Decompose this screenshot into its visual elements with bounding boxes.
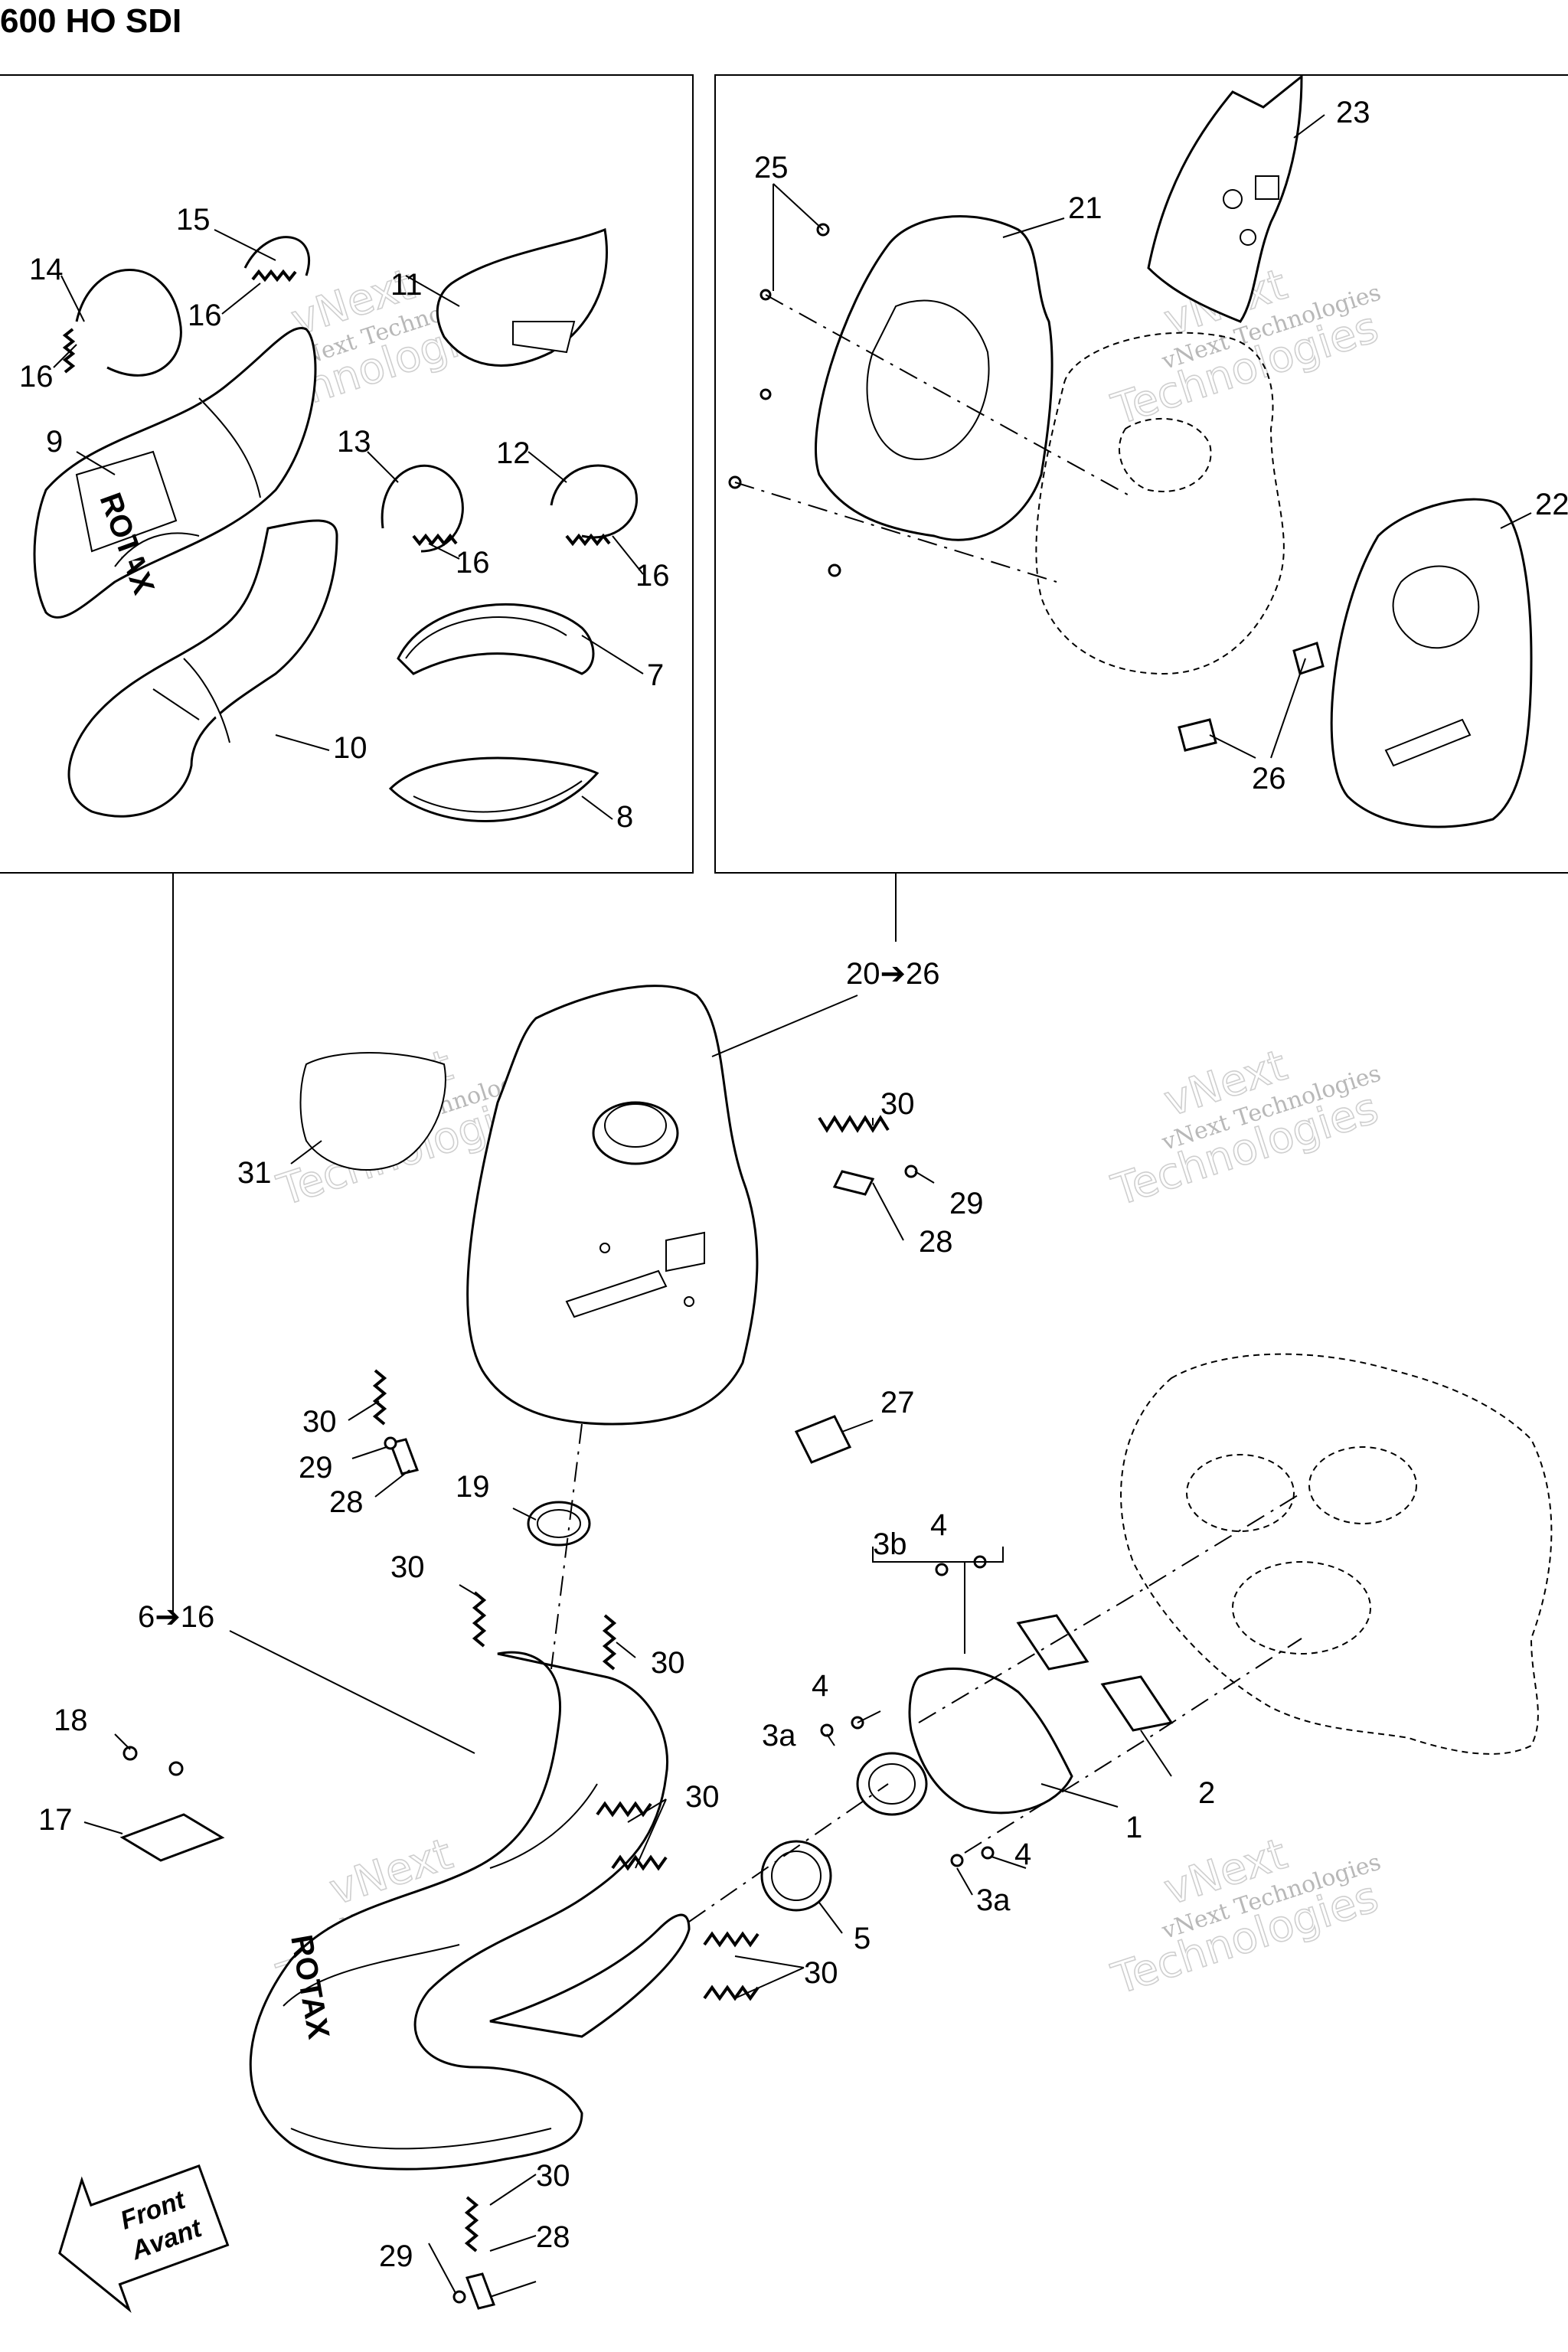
callout-2: 2: [1198, 1776, 1215, 1810]
callout-14: 14: [29, 253, 64, 286]
engine-ghost: [1120, 1353, 1553, 1755]
callout-30: 30: [536, 2159, 570, 2193]
callout-3a: 3a: [976, 1883, 1011, 1917]
callout-9: 9: [46, 425, 63, 459]
callout-16: 16: [188, 299, 222, 332]
leader-lines: [53, 114, 1532, 2298]
muffler-ghost: [1035, 332, 1285, 675]
heat-shield-10: [67, 519, 338, 818]
clamp-14: [62, 269, 182, 377]
callout-4: 4: [930, 1508, 947, 1542]
callout-28: 28: [919, 1225, 953, 1259]
gasket-2: [1016, 1614, 1174, 1732]
callout-30: 30: [804, 1956, 838, 1990]
front-direction-arrow: Front Avant: [58, 2164, 230, 2314]
callout-12: 12: [496, 436, 531, 470]
centerline: [918, 1492, 1302, 1723]
clamp-12: [550, 464, 638, 547]
callout-28: 28: [329, 1485, 364, 1519]
heat-shield-21: [815, 215, 1054, 541]
callout-6-16: 6➔16: [138, 1600, 214, 1634]
callout-30: 30: [390, 1550, 425, 1584]
callout-30: 30: [302, 1405, 337, 1439]
centerline: [765, 294, 1134, 498]
exhaust-manifold-1: [856, 1668, 1073, 1816]
page-title: 600 HO SDI: [0, 2, 182, 40]
callout-1: 1: [1125, 1811, 1142, 1844]
gasket-17: [119, 1746, 225, 1862]
callout-13: 13: [337, 425, 371, 459]
callout-27: 27: [880, 1386, 915, 1419]
callout-29: 29: [949, 1187, 984, 1220]
callout-3b: 3b: [873, 1527, 907, 1561]
bracket-26: [1178, 642, 1325, 752]
centerline: [734, 482, 1057, 583]
left-detail-frame: [0, 74, 694, 874]
callout-21: 21: [1068, 191, 1102, 225]
callout-30: 30: [651, 1646, 685, 1680]
pipe-outlet: [489, 1913, 691, 2038]
centerline: [688, 1783, 889, 1922]
callout-25: 25: [754, 151, 789, 185]
callout-16: 16: [635, 559, 670, 593]
callout-5: 5: [854, 1922, 871, 1955]
callout-7: 7: [647, 658, 664, 692]
heat-shield-31: [299, 1052, 446, 1171]
callout-17: 17: [38, 1803, 73, 1837]
callout-labels: 23 21 25 22 26 15 14 16 16 11 9 13 12 16…: [19, 96, 1568, 2273]
seal-19: [527, 1501, 591, 1547]
callout-31: 31: [237, 1156, 272, 1190]
centerline: [550, 1423, 583, 1670]
clamp-15: [243, 236, 311, 283]
muffler-assembly: [466, 985, 759, 1426]
watermark: vNext vNext Technologies Technologies: [1106, 1040, 1385, 1217]
heat-shield-23: [1147, 74, 1303, 323]
callout-8: 8: [616, 800, 633, 834]
right-detail-frame: [714, 74, 1568, 874]
callout-28: 28: [536, 2220, 570, 2254]
callout-18: 18: [54, 1704, 88, 1737]
callout-16: 16: [19, 360, 54, 394]
spring-30: [372, 1115, 890, 2252]
callout-29: 29: [379, 2239, 413, 2273]
callout-26: 26: [1252, 762, 1286, 795]
callout-30: 30: [880, 1087, 915, 1121]
heat-shield-8: [388, 756, 599, 822]
seal-5: [760, 1840, 832, 1912]
callout-4: 4: [1014, 1838, 1031, 1871]
callout-20-26: 20➔26: [846, 957, 940, 991]
tuned-pipe: ROTAX: [249, 1651, 668, 2171]
callout-4: 4: [812, 1669, 828, 1703]
clamp-13: [381, 464, 464, 553]
callout-3a: 3a: [762, 1719, 796, 1753]
callout-30: 30: [685, 1780, 720, 1814]
heat-shield-22: [1330, 498, 1533, 828]
callout-22: 22: [1535, 488, 1568, 521]
bolts-3a-3b-4: [820, 1555, 995, 1867]
callout-29: 29: [299, 1451, 333, 1485]
callout-23: 23: [1336, 96, 1370, 129]
callout-11: 11: [390, 268, 423, 302]
callout-10: 10: [333, 731, 368, 765]
callout-16: 16: [456, 546, 490, 580]
heat-shield-11: [436, 227, 608, 367]
rubber-mount-27: [794, 1415, 852, 1464]
callout-15: 15: [176, 203, 211, 237]
callout-19: 19: [456, 1470, 490, 1504]
heat-shield-7: [397, 603, 595, 675]
spring-hooks-28-29: [384, 1165, 918, 2310]
heat-shield-9: ROTAX: [33, 327, 317, 619]
